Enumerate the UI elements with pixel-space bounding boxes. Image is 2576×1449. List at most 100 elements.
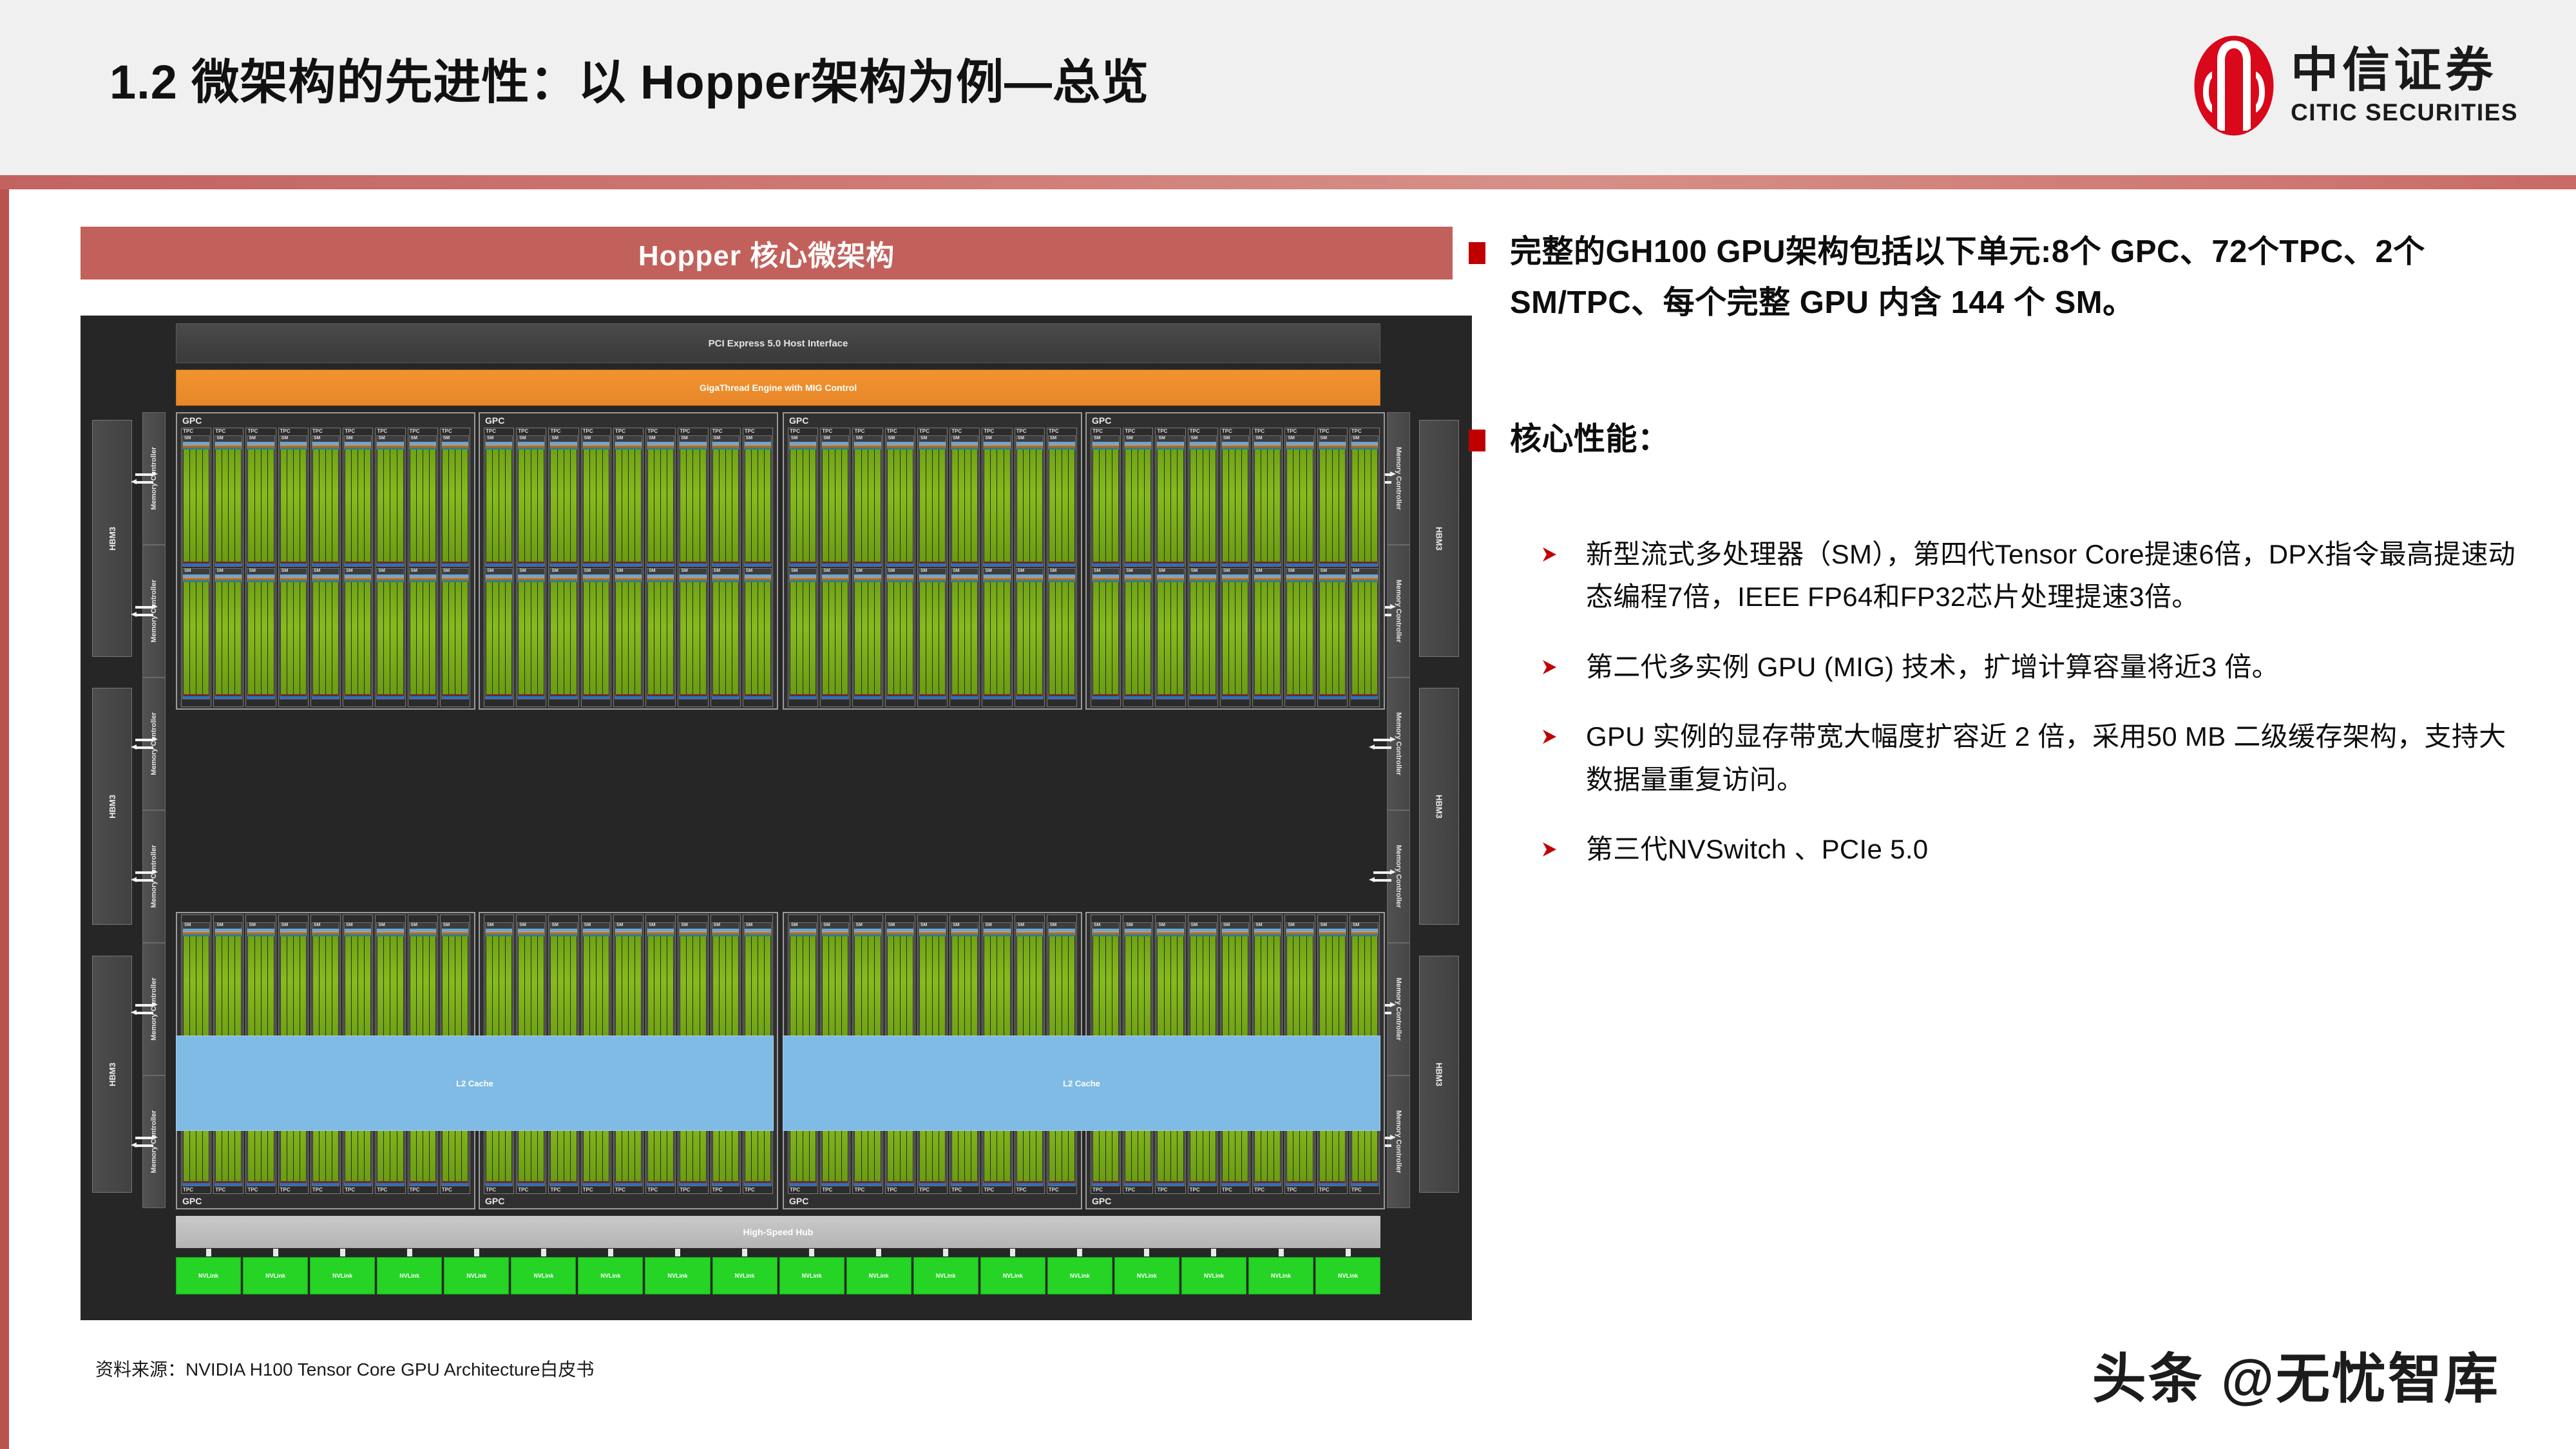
sm-stripe (377, 934, 404, 936)
sm-stripe (984, 574, 1011, 576)
sm-stripe (1221, 441, 1249, 444)
cuda-core-column (384, 449, 390, 562)
cuda-core-column (732, 936, 738, 1049)
sm-stripe (377, 578, 404, 580)
sm-stripe (1189, 930, 1216, 933)
source-note: 资料来源：NVIDIA H100 Tensor Core GPU Archite… (95, 1359, 595, 1379)
tpc-label: TPC (550, 428, 561, 434)
cuda-core-column (712, 936, 719, 1049)
cuda-core-array (615, 936, 642, 1049)
sm-block: SM (1092, 567, 1120, 699)
cuda-core-column (531, 449, 538, 562)
sub-bullet-text-2: 第二代多实例 GPU (MIG) 技术，扩增计算容量将近3 倍。 (1586, 651, 2279, 682)
tensor-core-stripe (1189, 694, 1216, 696)
sm-stripe (822, 578, 849, 580)
tensor-core-stripe (377, 1181, 404, 1184)
sm-label: SM (345, 435, 372, 442)
cuda-core-column (1164, 582, 1170, 694)
cuda-core-column (991, 449, 997, 562)
sm-stripe (1157, 441, 1184, 444)
cuda-core-column (926, 582, 932, 694)
sm-label: SM (377, 923, 404, 929)
cuda-core-column (455, 582, 461, 694)
cuda-core-column (861, 582, 868, 694)
sm-stripe (518, 928, 545, 931)
cuda-core-array (1016, 449, 1043, 562)
sm-stripe (215, 930, 242, 933)
sm-stripe (886, 930, 913, 933)
cuda-core-array (1048, 582, 1075, 694)
sm-block: SM (311, 567, 340, 699)
cuda-core-column (570, 936, 577, 1049)
cuda-core-column (764, 449, 770, 562)
cuda-core-column (248, 936, 254, 1049)
cuda-core-column (1255, 449, 1261, 562)
tpc-label: TPC (854, 428, 865, 434)
cuda-core-column (448, 582, 455, 694)
sm-stripe (647, 580, 674, 582)
sm-stripe (345, 574, 372, 576)
tpc-label: TPC (790, 1187, 800, 1193)
sm-stripe (886, 441, 913, 444)
sm-stripe (680, 932, 707, 934)
sm-cache-stripe (615, 1183, 642, 1186)
tpc-label: TPC (1254, 1187, 1265, 1193)
sm-block: SM (182, 567, 211, 699)
cuda-core-column (933, 449, 939, 562)
cuda-core-array (1157, 936, 1184, 1049)
sm-stripe (1221, 445, 1249, 448)
cuda-core-column (1358, 449, 1364, 562)
bullet-square-icon (1469, 429, 1485, 451)
tpc-label: TPC (680, 428, 691, 434)
sm-block: SM (408, 922, 437, 1054)
tpc-label: TPC (1189, 428, 1200, 434)
cuda-core-column (667, 449, 674, 562)
cuda-core-column (261, 449, 267, 562)
tpc-label: TPC (1157, 1187, 1168, 1193)
cuda-core-array (550, 449, 577, 562)
tensor-core-stripe (680, 1181, 707, 1184)
sm-block: SM (647, 435, 675, 567)
sm-block: SM (1015, 567, 1044, 699)
sm-stripe (744, 578, 771, 580)
cuda-core-column (1145, 582, 1151, 694)
cuda-core-column (1203, 449, 1209, 562)
sm-label: SM (1125, 435, 1152, 442)
sm-label: SM (1189, 435, 1216, 442)
sm-stripe (1016, 928, 1043, 931)
sm-stripe (1351, 447, 1378, 450)
cuda-core-column (416, 449, 423, 562)
sm-block: SM (279, 567, 307, 699)
sm-stripe (1254, 441, 1281, 444)
cuda-core-column (326, 582, 332, 694)
tensor-core-stripe (1351, 694, 1378, 696)
sm-cache-stripe (345, 1183, 372, 1186)
cuda-core-column (589, 582, 596, 694)
sm-stripe (1092, 574, 1120, 576)
cuda-core-column (654, 582, 661, 694)
cuda-core-column (352, 449, 358, 562)
sm-block: SM (247, 922, 275, 1054)
sm-stripe (312, 580, 339, 582)
cuda-core-column (1068, 936, 1074, 1049)
sm-stripe (1189, 574, 1216, 576)
tensor-core-stripe (647, 1181, 674, 1184)
cuda-core-column (190, 582, 196, 694)
cuda-core-column (680, 582, 687, 694)
sm-cache-stripe (1221, 1183, 1249, 1186)
sm-block: SM (1318, 435, 1346, 567)
cuda-core-column (519, 936, 525, 1049)
cuda-core-array (951, 449, 978, 562)
sm-stripe (951, 445, 978, 448)
cuda-core-column (823, 936, 829, 1049)
tensor-core-stripe (409, 561, 436, 564)
sm-label: SM (582, 923, 609, 929)
sm-stripe (615, 445, 642, 448)
sm-stripe (1157, 445, 1184, 448)
sm-label: SM (582, 435, 609, 442)
sm-stripe (409, 578, 436, 580)
sm-cache-stripe (1125, 1183, 1152, 1186)
sm-stripe (1016, 930, 1043, 933)
